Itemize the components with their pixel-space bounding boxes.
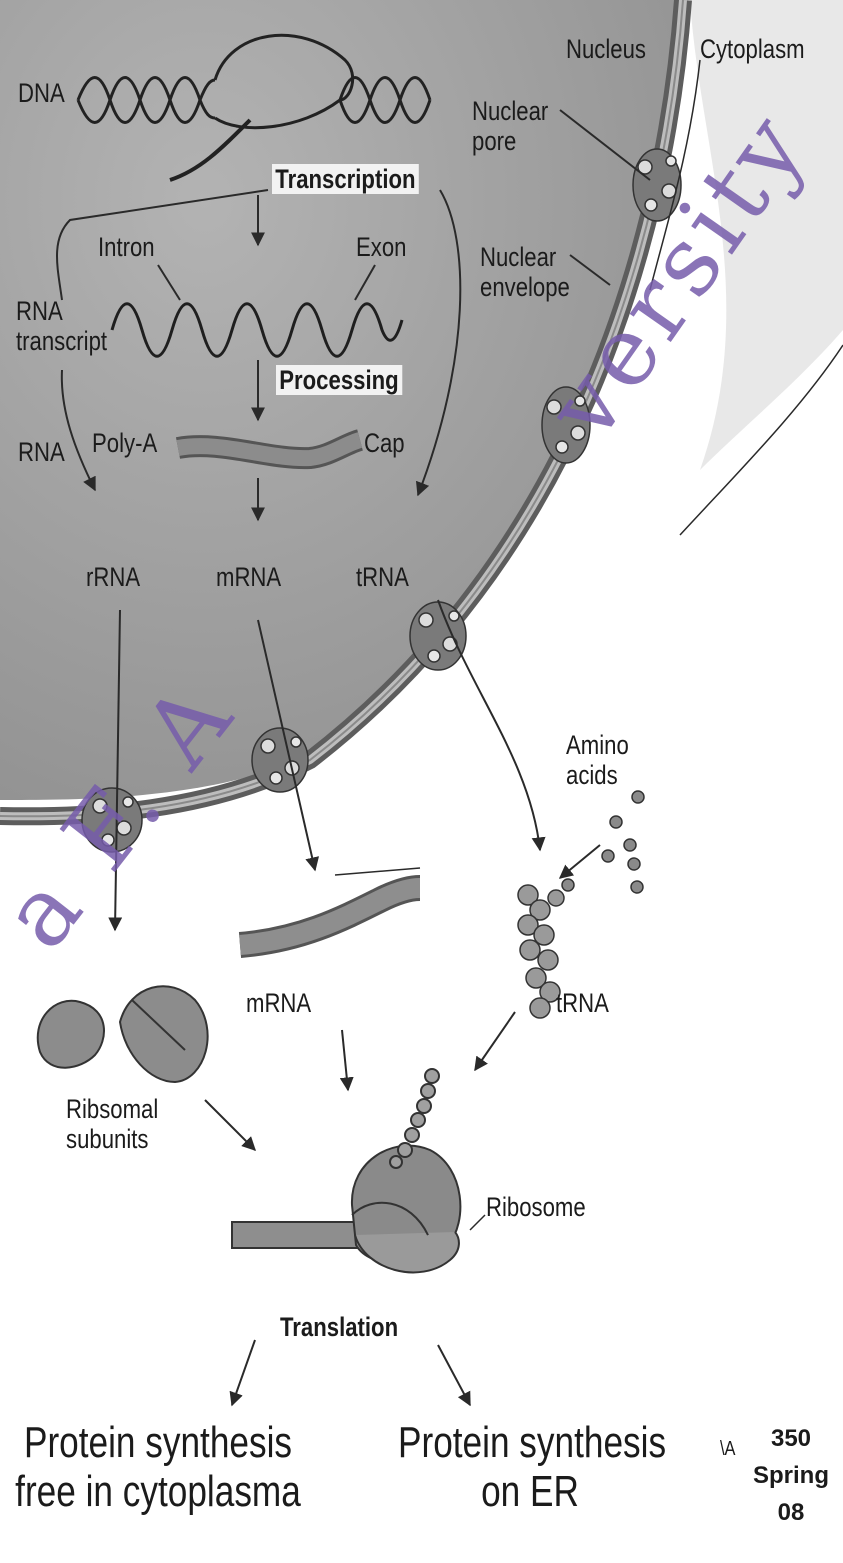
label-translation: Translation (280, 1312, 398, 1342)
label-trna-cytoplasm: tRNA (556, 988, 609, 1018)
label-exon: Exon (356, 232, 406, 262)
label-nucleus: Nucleus (566, 34, 646, 64)
label-nuclear-envelope: Nuclear envelope (480, 242, 570, 302)
label-nuclear-pore: Nuclear pore (472, 96, 548, 156)
label-rrna: rRNA (86, 562, 140, 592)
ribosome (232, 1069, 460, 1272)
label-cap: Cap (364, 428, 405, 458)
label-rna: RNA (18, 437, 65, 467)
course-label: 350 Spring 08 (746, 1420, 836, 1532)
label-dna: DNA (18, 78, 65, 108)
label-processing: Processing (276, 365, 402, 395)
label-mrna-nucleus: mRNA (216, 562, 281, 592)
label-mrna-cytoplasm: mRNA (246, 988, 311, 1018)
label-amino-acids: Amino acids (566, 730, 629, 790)
label-intron: Intron (98, 232, 155, 262)
ribosomal-subunits (38, 986, 208, 1082)
label-transcription: Transcription (272, 164, 419, 194)
label-poly-a: Poly-A (92, 428, 157, 458)
course-prefix: \A (720, 1438, 736, 1460)
protein-synthesis-er: Protein synthesis on ER (398, 1418, 662, 1517)
amino-acid-dots (562, 791, 644, 893)
protein-synthesis-free: Protein synthesis free in cytoplasma (6, 1418, 310, 1517)
label-trna-nucleus: tRNA (356, 562, 409, 592)
label-rna-transcript: RNA transcript (16, 296, 107, 356)
label-ribosomal-subunits: Ribsomal subunits (66, 1094, 158, 1154)
label-cytoplasm: Cytoplasm (700, 34, 805, 64)
label-ribosome: Ribosome (486, 1192, 586, 1222)
